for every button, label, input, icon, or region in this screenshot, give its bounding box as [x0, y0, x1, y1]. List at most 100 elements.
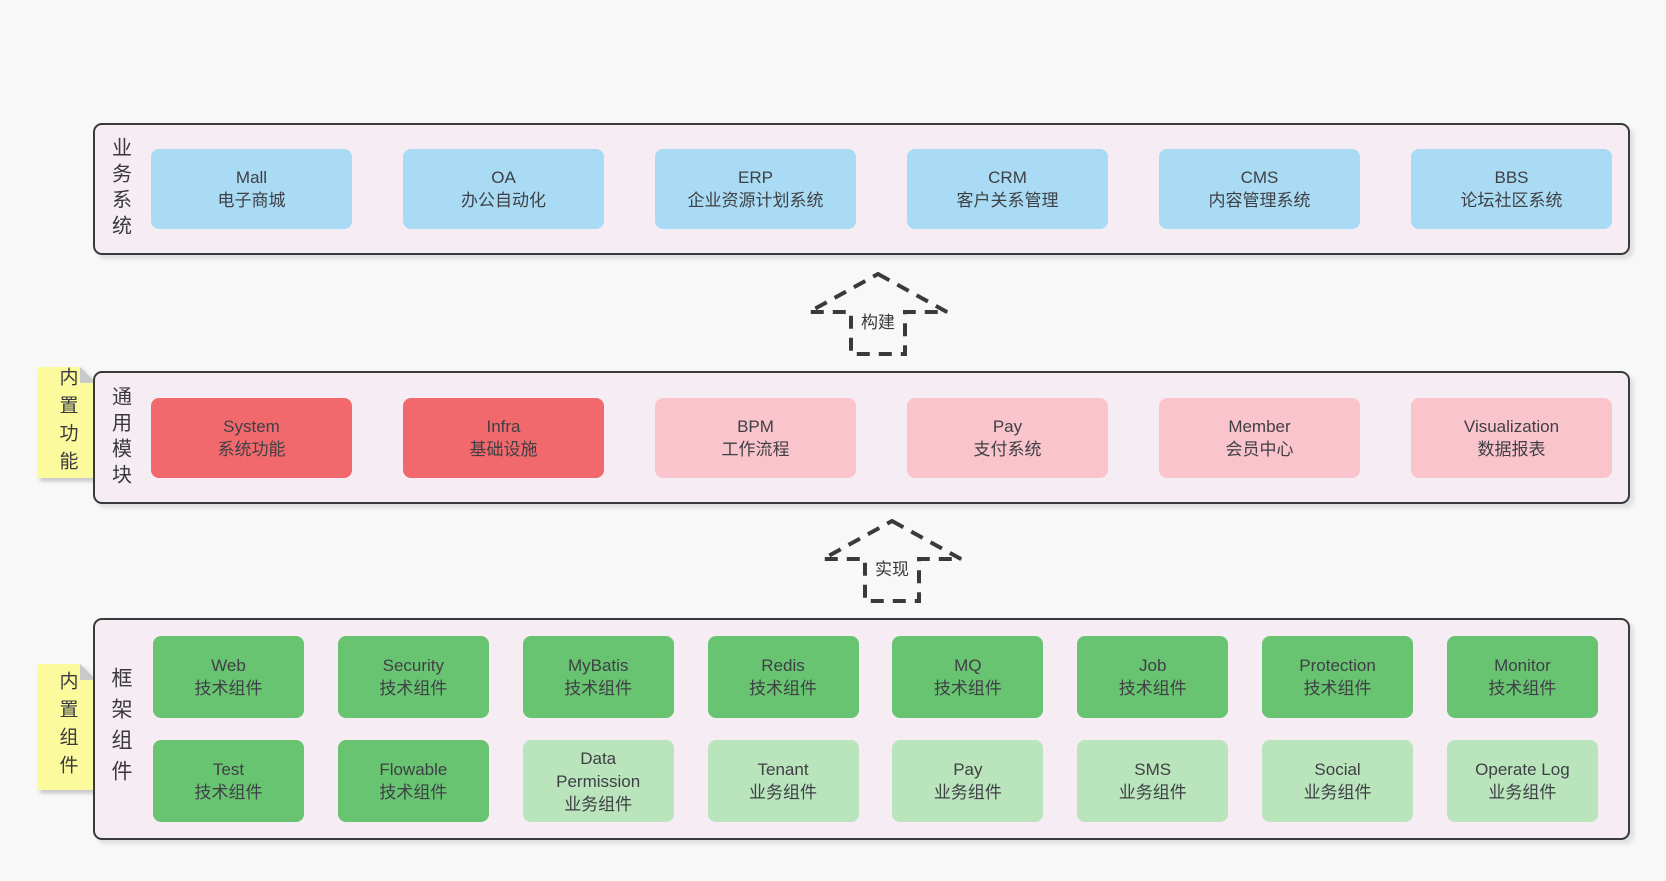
box-desc: 业务组件 — [933, 783, 1002, 802]
box-name: Data Permission — [556, 748, 641, 791]
box-job: Job 技术组件 — [1077, 636, 1229, 718]
box-flowable: Flowable 技术组件 — [337, 740, 489, 822]
box-name: Pay — [992, 416, 1023, 436]
box-social: Social 业务组件 — [1262, 740, 1414, 822]
box-name: Web — [211, 656, 246, 675]
note-text: 内置功能 — [56, 366, 78, 479]
box-desc: 技术组件 — [1488, 679, 1557, 698]
box-desc: 技术组件 — [933, 679, 1002, 698]
panel-label-text: 业务系统 — [108, 137, 131, 241]
panel-business-systems: 业务系统 Mall 电子商城 OA 办公自动化 ERP 企业资源计划系统 CRM… — [93, 123, 1630, 255]
box-visualization: Visualization 数据报表 — [1411, 397, 1612, 478]
box-data-permission: Data Permission 业务组件 — [522, 740, 674, 822]
modules-boxes-row: System 系统功能 Infra 基础设施 BPM 工作流程 Pay 支付系统… — [145, 373, 1628, 502]
box-name: Monitor — [1494, 656, 1551, 675]
panel-label-text: 通用模块 — [108, 385, 131, 490]
box-name: Protection — [1299, 656, 1376, 675]
box-name: MQ — [954, 656, 982, 675]
box-name: CRM — [988, 168, 1027, 187]
box-desc: 会员中心 — [1225, 439, 1294, 459]
business-boxes-row: Mall 电子商城 OA 办公自动化 ERP 企业资源计划系统 CRM 客户关系… — [145, 125, 1628, 253]
box-desc: 技术组件 — [379, 679, 448, 698]
components-row-1: Web 技术组件 Security 技术组件 MyBatis 技术组件 Redi… — [153, 636, 1598, 718]
box-name: BBS — [1494, 168, 1529, 187]
box-redis: Redis 技术组件 — [707, 636, 859, 718]
box-desc: 技术组件 — [194, 679, 263, 698]
panel-label-modules: 通用模块 — [95, 373, 145, 502]
box-desc: 工作流程 — [721, 439, 790, 459]
box-desc: 技术组件 — [749, 679, 818, 698]
box-protection: Protection 技术组件 — [1262, 636, 1414, 718]
box-crm: CRM 客户关系管理 — [907, 149, 1108, 229]
note-text: 内置组件 — [56, 671, 78, 783]
box-desc: 系统功能 — [217, 439, 286, 459]
box-member: Member 会员中心 — [1159, 397, 1360, 478]
box-name: Pay — [953, 760, 983, 779]
box-mybatis: MyBatis 技术组件 — [522, 636, 674, 718]
box-desc: 客户关系管理 — [956, 191, 1059, 210]
box-name: MyBatis — [567, 656, 629, 675]
box-monitor: Monitor 技术组件 — [1446, 636, 1598, 718]
box-name: OA — [491, 168, 516, 187]
box-mq: MQ 技术组件 — [892, 636, 1044, 718]
box-bpm: BPM 工作流程 — [655, 397, 856, 478]
box-security: Security 技术组件 — [337, 636, 489, 718]
box-desc: 电子商城 — [217, 191, 286, 210]
box-test: Test 技术组件 — [153, 740, 304, 822]
panel-label-text: 框架组件 — [109, 667, 132, 791]
block-arrow-up-icon — [822, 519, 962, 603]
panel-framework-components: 框架组件 Web 技术组件 Security 技术组件 MyBatis 技术组件… — [93, 618, 1630, 840]
box-desc: 办公自动化 — [461, 191, 546, 210]
box-system: System 系统功能 — [151, 397, 352, 478]
panel-label-components: 框架组件 — [95, 620, 145, 838]
box-name: CMS — [1240, 168, 1279, 187]
box-desc: 业务组件 — [749, 783, 818, 802]
sticky-note-built-in-features: 内置功能 — [38, 366, 96, 479]
box-pay-module: Pay 支付系统 — [907, 397, 1108, 478]
box-name: Redis — [761, 656, 805, 675]
box-desc: 技术组件 — [564, 679, 633, 698]
arrow-build-label: 构建 — [858, 308, 898, 333]
note-body — [38, 664, 96, 790]
box-desc: 企业资源计划系统 — [687, 191, 824, 210]
box-desc: 业务组件 — [564, 794, 633, 814]
note-body — [38, 367, 96, 478]
box-desc: 技术组件 — [194, 783, 263, 802]
components-row-2: Test 技术组件 Flowable 技术组件 Data Permission … — [153, 740, 1598, 822]
arrow-build: 构建 — [806, 272, 950, 356]
arrow-implement: 实现 — [820, 519, 964, 603]
box-desc: 技术组件 — [1118, 679, 1187, 698]
box-name: Infra — [486, 416, 521, 436]
panel-label-business: 业务系统 — [95, 125, 145, 253]
box-name: Security — [382, 656, 445, 675]
box-desc: 技术组件 — [1303, 679, 1372, 698]
box-name: Test — [212, 760, 245, 779]
box-sms: SMS 业务组件 — [1077, 740, 1229, 822]
box-name: Job — [1139, 656, 1167, 675]
box-erp: ERP 企业资源计划系统 — [655, 149, 856, 229]
box-name: SMS — [1134, 760, 1172, 779]
box-bbs: BBS 论坛社区系统 — [1411, 149, 1612, 229]
sticky-note-built-in-components: 内置组件 — [38, 664, 96, 790]
box-desc: 支付系统 — [973, 439, 1042, 459]
box-desc: 技术组件 — [379, 783, 448, 802]
box-name: ERP — [738, 168, 773, 187]
box-desc: 基础设施 — [469, 439, 538, 459]
box-desc: 业务组件 — [1303, 783, 1372, 802]
box-pay-component: Pay 业务组件 — [892, 740, 1044, 822]
box-name: System — [223, 416, 280, 436]
box-name: Operate Log — [1475, 760, 1570, 779]
box-cms: CMS 内容管理系统 — [1159, 149, 1360, 229]
components-boxes-grid: Web 技术组件 Security 技术组件 MyBatis 技术组件 Redi… — [145, 620, 1628, 838]
box-name: Member — [1228, 416, 1291, 436]
box-mall: Mall 电子商城 — [151, 149, 352, 229]
arrow-implement-label: 实现 — [872, 555, 912, 580]
box-web: Web 技术组件 — [153, 636, 304, 718]
box-infra: Infra 基础设施 — [403, 397, 604, 478]
box-name: Flowable — [379, 760, 448, 779]
box-desc: 业务组件 — [1118, 783, 1187, 802]
box-name: Tenant — [757, 760, 809, 779]
panel-common-modules: 通用模块 System 系统功能 Infra 基础设施 BPM 工作流程 Pay… — [93, 371, 1630, 504]
box-desc: 数据报表 — [1477, 439, 1546, 459]
